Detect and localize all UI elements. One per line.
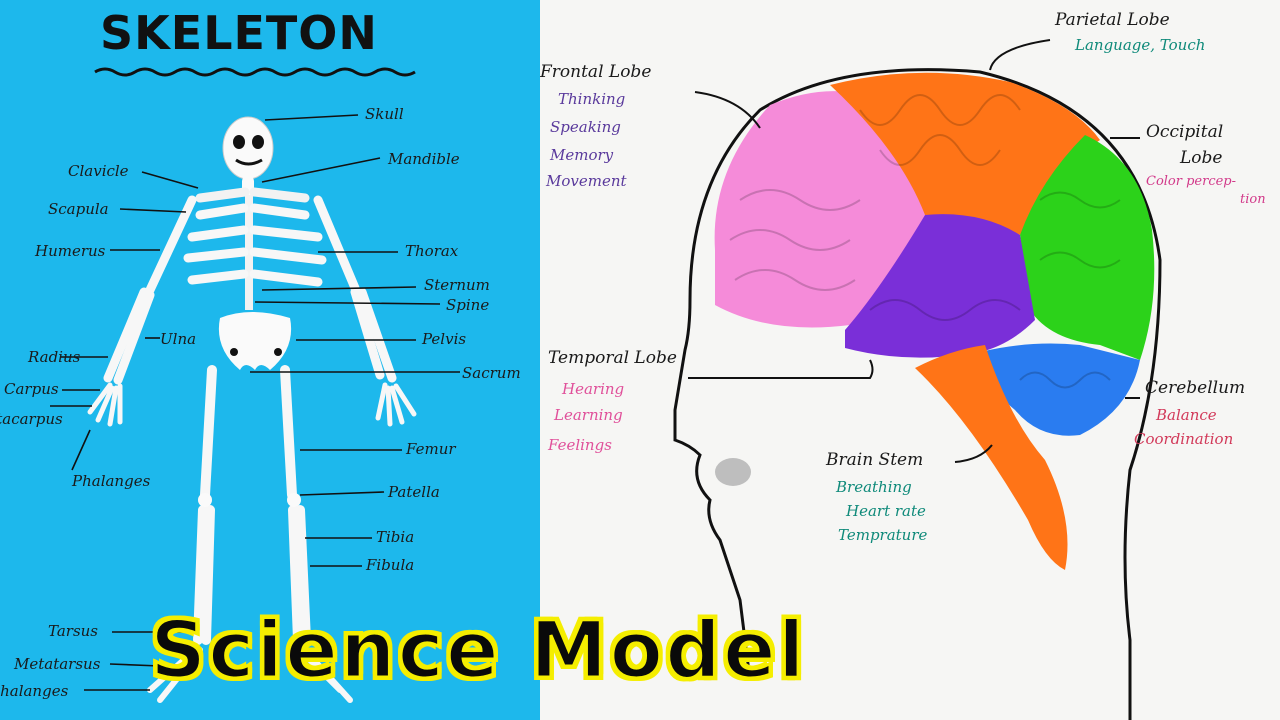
temporal-function-2: Learning [554, 406, 623, 424]
frontal-title: Frontal Lobe [540, 62, 652, 82]
brain-arrows [688, 39, 1140, 463]
label-phalanges-foot: Phalanges [0, 682, 69, 700]
leg-bones [193, 365, 311, 645]
spine [245, 195, 253, 310]
cerebellum-function-1: Balance [1156, 406, 1217, 424]
brainstem-title: Brain Stem [826, 450, 924, 470]
cerebellum [980, 343, 1140, 436]
parietal-function: Language, Touch [1075, 36, 1206, 54]
label-radius: Radius [28, 348, 81, 366]
label-phalanges-hand: Phalanges [72, 472, 151, 490]
frontal-function-1: Thinking [558, 90, 626, 108]
head-outline [673, 68, 1162, 720]
label-tibia: Tibia [376, 528, 415, 546]
occipital-title-2: Lobe [1180, 148, 1223, 168]
skeleton-title: SKELETON [100, 6, 378, 60]
frontal-function-4: Movement [546, 172, 627, 190]
pelvis [218, 312, 292, 370]
rib-cage [183, 203, 327, 287]
label-sacrum: Sacrum [462, 364, 521, 382]
parietal-lobe [830, 72, 1100, 235]
occipital-title: Occipital [1146, 122, 1224, 142]
label-patella: Patella [388, 483, 440, 501]
frontal-function-3: Memory [550, 146, 614, 164]
brain-drawing [673, 39, 1162, 720]
science-model-banner: Science Model [149, 605, 807, 698]
skeleton-drawing [50, 67, 460, 703]
skeleton-poster: SKELETON [0, 0, 540, 720]
label-spine: Spine [446, 296, 490, 314]
label-metacarpus: Metacarpus [0, 410, 63, 428]
brain-poster: Parietal Lobe Language, Touch Frontal Lo… [540, 0, 1280, 720]
label-ulna: Ulna [160, 330, 197, 348]
label-thorax: Thorax [405, 242, 459, 260]
brainstem-function-2: Heart rate [846, 502, 926, 520]
frontal-lobe [714, 91, 940, 328]
label-clavicle: Clavicle [68, 162, 129, 180]
occipital-function-2: tion [1240, 192, 1266, 207]
label-pelvis: Pelvis [422, 330, 467, 348]
cerebellum-function-2: Coordination [1134, 430, 1234, 448]
label-scapula: Scapula [48, 200, 109, 218]
skull [222, 116, 274, 180]
occipital-lobe [1020, 135, 1155, 360]
temporal-function-1: Hearing [562, 380, 625, 398]
label-mandible: Mandible [388, 150, 460, 168]
temporal-function-3: Feelings [548, 436, 612, 454]
brain-stem [915, 345, 1068, 570]
hand-bones [87, 382, 417, 427]
brainstem-function-3: Temprature [838, 526, 928, 544]
label-fibula: Fibula [366, 556, 415, 574]
frontal-function-2: Speaking [550, 118, 621, 136]
label-sternum: Sternum [424, 276, 490, 294]
title-underline [94, 67, 416, 77]
label-metatarsus: Metatarsus [14, 655, 101, 673]
label-femur: Femur [406, 440, 456, 458]
skeleton-arrows [50, 114, 460, 691]
arm-bones [103, 195, 397, 385]
label-humerus: Humerus [35, 242, 106, 260]
temporal-title: Temporal Lobe [548, 348, 677, 368]
temporal-lobe [845, 214, 1035, 358]
label-skull: Skull [365, 105, 404, 123]
occipital-function-1: Color percep- [1146, 174, 1237, 189]
parietal-title: Parietal Lobe [1055, 10, 1170, 30]
cerebellum-title: Cerebellum [1145, 378, 1246, 398]
brainstem-function-1: Breathing [836, 478, 912, 496]
label-tarsus: Tarsus [48, 622, 99, 640]
label-carpus: Carpus [4, 380, 59, 398]
